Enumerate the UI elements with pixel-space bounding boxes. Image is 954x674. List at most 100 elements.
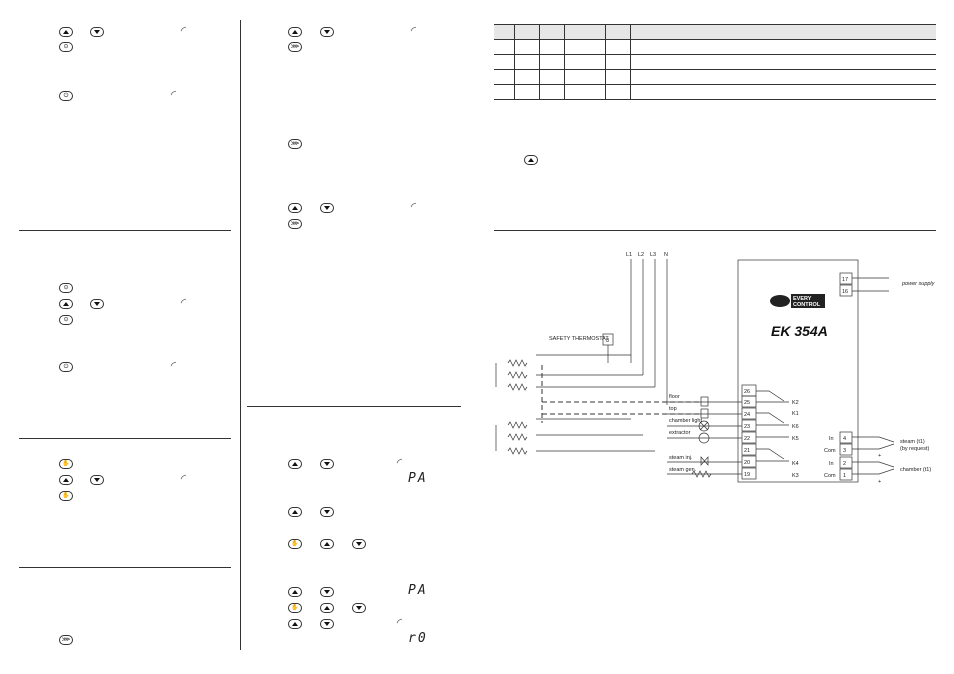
down-button[interactable] [320,587,334,597]
up-button[interactable] [288,27,302,37]
load-chamber-light: chamber light [669,418,702,424]
down-button[interactable] [320,459,334,469]
relay-k3: K3 [792,473,799,479]
light-button[interactable]: ✋ [59,491,73,501]
light-button[interactable]: ✋ [59,459,73,469]
relay-k1: K1 [792,411,799,417]
up-button[interactable] [524,155,538,165]
load-floor: floor [669,394,680,400]
column-divider [240,20,241,650]
display-readout: PA [408,583,428,598]
light-icon: ✋ [62,493,70,499]
steam-button[interactable]: ⋙ [59,635,73,645]
steam-button[interactable]: ⋙ [288,42,302,52]
timer-button[interactable]: ⊙ [59,283,73,293]
arrow-up-icon [292,462,298,466]
terminal-2: 2 [843,461,846,467]
power-button[interactable]: ⏻ [59,362,73,372]
terminal-1: 1 [843,473,846,479]
timer-icon: ⊙ [63,317,69,323]
table-row [494,69,936,85]
down-button[interactable] [90,27,104,37]
arrow-down-icon [94,302,100,306]
supply-label-l2: L2 [638,252,644,258]
logo-line1: EVERY [793,296,812,302]
arrow-up-icon [63,302,69,306]
supply-label-l1: L1 [626,252,632,258]
parameter-table [494,24,936,100]
down-button[interactable] [90,299,104,309]
arrow-up-icon [324,606,330,610]
safety-thermostat-number: 8 [606,338,609,344]
display-readout: r0 [408,631,428,646]
relay-k6: K6 [792,424,799,430]
timer-icon: ⊙ [63,285,69,291]
up-button[interactable] [320,539,334,549]
arrow-down-icon [324,30,330,34]
terminal-23: 23 [744,424,750,430]
load-extractor: extractor [669,430,691,436]
terminal-label-in: In [829,436,834,442]
terminal-17: 17 [842,277,848,283]
up-button[interactable] [288,507,302,517]
section-divider [19,438,231,439]
light-icon: ✋ [291,605,299,611]
load-top: top [669,406,677,412]
light-button[interactable]: ✋ [288,539,302,549]
down-button[interactable] [352,539,366,549]
power-supply-label: power supply [901,281,936,287]
power-button[interactable]: ⏻ [59,91,73,101]
down-button[interactable] [320,619,334,629]
steam-button[interactable]: ⋙ [288,139,302,149]
up-button[interactable] [320,603,334,613]
down-button[interactable] [90,475,104,485]
arrow-down-icon [356,542,362,546]
arrow-up-icon [292,30,298,34]
power-icon: ⏻ [63,364,69,370]
timer-button[interactable]: ⊙ [59,315,73,325]
down-button[interactable] [320,203,334,213]
light-button[interactable]: ✋ [288,603,302,613]
terminal-26: 26 [744,389,750,395]
relay-k4: K4 [792,461,799,467]
supply-label-n: N [664,252,668,258]
timer-icon: ⊙ [63,44,69,50]
hold-icon: ◜ [170,89,175,101]
logo-mark [770,295,790,307]
probe-chamber-label: chamber (t1) [900,467,931,473]
up-button[interactable] [288,203,302,213]
arrow-up-icon [63,30,69,34]
up-button[interactable] [288,619,302,629]
terminal-label-com: Com [824,473,836,479]
up-button[interactable] [288,459,302,469]
arrow-down-icon [324,206,330,210]
arrow-up-icon [324,542,330,546]
arrow-down-icon [94,30,100,34]
down-button[interactable] [320,507,334,517]
probe-steam-label: steam (t1) [900,439,925,445]
up-button[interactable] [59,27,73,37]
display-readout: PA [408,471,428,486]
up-button[interactable] [59,299,73,309]
probe-steam-plus: + [878,453,881,459]
down-button[interactable] [320,27,334,37]
timer-button[interactable]: ⊙ [59,42,73,52]
section-divider [19,230,231,231]
section-divider [247,406,461,407]
arrow-up-icon [292,622,298,626]
up-button[interactable] [288,587,302,597]
logo-badge [791,294,825,308]
table-header-row [494,24,936,40]
probe-chamber-plus: + [878,479,881,485]
hold-icon: ◜ [180,25,185,37]
up-button[interactable] [59,475,73,485]
terminal-label-in: In [829,461,834,467]
steam-button[interactable]: ⋙ [288,219,302,229]
arrow-down-icon [324,462,330,466]
arrow-up-icon [292,590,298,594]
down-button[interactable] [352,603,366,613]
light-icon: ✋ [62,461,70,467]
terminal-21: 21 [744,448,750,454]
steam-icon: ⋙ [290,141,300,147]
arrow-up-icon [292,206,298,210]
